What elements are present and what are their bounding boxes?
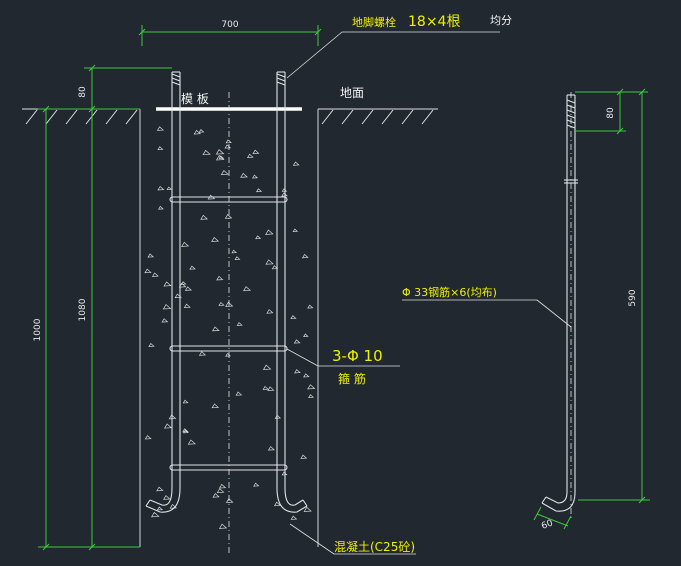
foundation-outline	[139, 109, 319, 547]
bolt-detail	[541, 92, 578, 520]
dim-hook-length: 60	[533, 506, 572, 532]
dim-700-label: 700	[221, 20, 238, 30]
anchor-bolt-callout: 地脚螺栓 18×4根 均分	[286, 14, 512, 79]
dim-protrusion-left: 80 1080	[78, 64, 172, 551]
dim-80-right-label: 80	[606, 107, 616, 119]
evenly-label: 均分	[490, 14, 512, 27]
dim-top-width: 700	[138, 20, 322, 46]
stirrups	[169, 196, 288, 471]
template-plate-label: 模 板	[181, 92, 209, 106]
anchor-bolt-spec: 18×4根	[408, 14, 460, 30]
concrete-fill	[144, 126, 316, 529]
concrete-callout: 混凝土(C25砼)	[289, 523, 416, 555]
ground-line	[22, 108, 438, 125]
anchor-bolt-left	[145, 71, 181, 513]
stirrup-spec-label: 3-Φ 10	[332, 347, 383, 365]
concrete-label: 混凝土(C25砼)	[334, 539, 415, 554]
rebar-callout: Φ 33钢筋×6(均布)	[402, 285, 572, 328]
dim-1080-label: 1080	[78, 298, 88, 321]
stirrup-callout: 3-Φ 10 箍 筋	[286, 347, 400, 386]
dim-60-label: 60	[540, 518, 554, 531]
ground-label: 地面	[340, 86, 364, 100]
stirrup-name-label: 箍 筋	[338, 371, 366, 386]
dim-bolt-length: 590	[578, 88, 650, 504]
rebar-label: Φ 33钢筋×6(均布)	[402, 285, 497, 299]
dim-protrusion-right: 80	[575, 88, 648, 135]
anchor-bolt-label: 地脚螺栓	[352, 15, 396, 29]
dim-embed-depth: 1000	[33, 105, 140, 551]
dim-80-left-label: 80	[78, 86, 88, 98]
dim-590-label: 590	[628, 289, 638, 306]
dim-1000-label: 1000	[33, 318, 43, 341]
anchor-bolt-right	[276, 71, 308, 513]
